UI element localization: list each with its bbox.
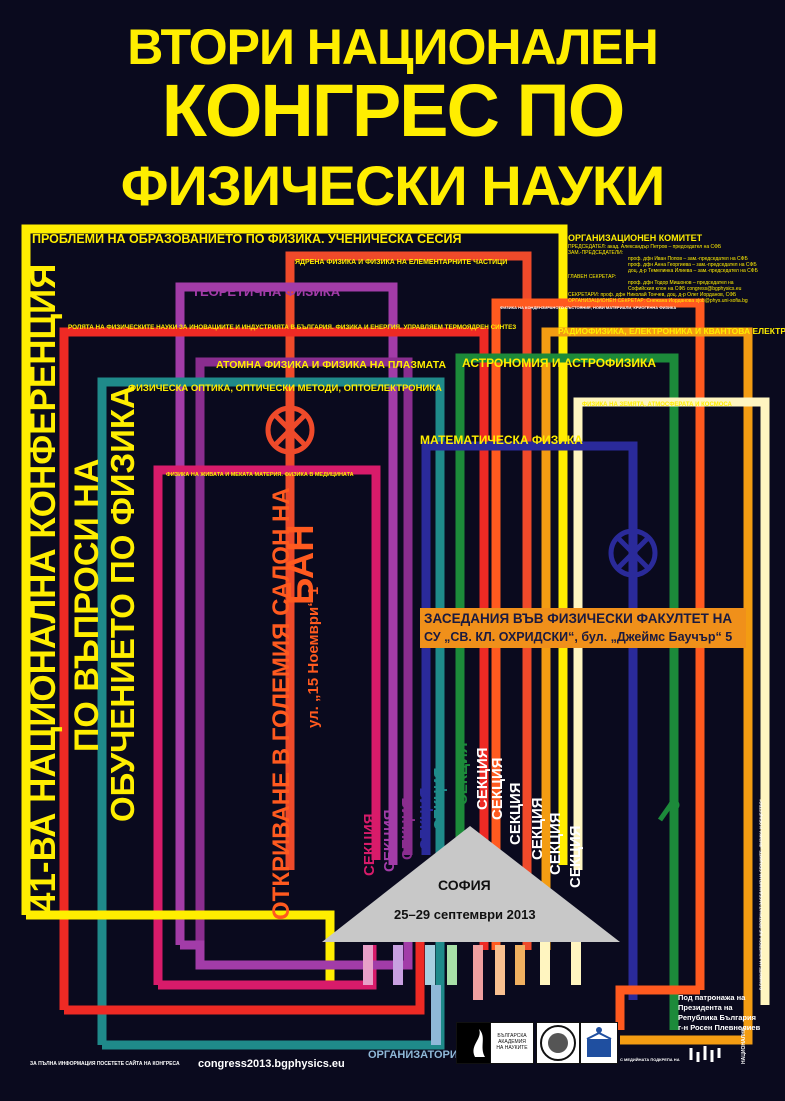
section-word: СЕКЦИЯ bbox=[507, 782, 524, 845]
conference-line-1: 41-ВА НАЦИОНАЛНА КОНФЕРЕНЦИЯ bbox=[24, 263, 63, 912]
organizers-label: ОРГАНИЗАТОРИ bbox=[368, 1049, 458, 1061]
patronage-line-2: Президента на bbox=[678, 1003, 733, 1012]
media-logo-icon bbox=[689, 1046, 721, 1062]
committee-line: ГЛАВЕН СЕКРЕТАР: bbox=[568, 274, 617, 280]
section-label-innovation: РОЛЯТА НА ФИЗИЧЕСКИТЕ НАУКИ ЗА ИНОВАЦИИТ… bbox=[68, 324, 517, 331]
section-word: СЕКЦИЯ bbox=[567, 825, 584, 888]
lamp-icon bbox=[265, 405, 315, 455]
committee-line: СЕКРЕТАРИ: проф. дфн Николай Тончев, доц… bbox=[568, 292, 737, 298]
section-label-bio: ФИЗИКА НА ЖИВАТА И МЕКАТА МАТЕРИЯ. ФИЗИК… bbox=[166, 472, 354, 478]
section-word: СЕКЦИЯ bbox=[547, 812, 564, 875]
ministry-logo bbox=[580, 1022, 618, 1064]
opening-address: ул. „15 Ноември“ 1 bbox=[305, 586, 322, 728]
conference-line-2: ПО ВЪПРОСИ НА bbox=[68, 458, 106, 752]
section-label-radio: РАДИОФИЗИКА, ЕЛЕКТРОНИКА И КВАНТОВА ЕЛЕК… bbox=[558, 326, 785, 336]
switch-icon bbox=[657, 770, 680, 870]
media-partner-label: С МЕДИЙНАТА ПОДКРЕПА НА bbox=[620, 1057, 680, 1062]
lamp-icon-2 bbox=[608, 528, 658, 578]
section-word: СЕКЦИЯ bbox=[381, 809, 398, 872]
dates-label: 25–29 септември 2013 bbox=[394, 907, 536, 922]
conference-line-3: ОБУЧЕНИЕТО ПО ФИЗИКА bbox=[104, 385, 141, 822]
section-word: СЕКЦИЯ bbox=[529, 797, 546, 860]
section-label-nuclear: ЯДРЕНА ФИЗИКА И ФИЗИКА НА ЕЛЕМЕНТАРНИТЕ … bbox=[295, 259, 508, 266]
university-seal bbox=[536, 1022, 580, 1064]
venue-line-2: СУ „СВ. КЛ. ОХРИДСКИ“, бул. „Джеймс Бауч… bbox=[424, 630, 733, 644]
patronage-line-1: Под патронажа на bbox=[678, 993, 746, 1002]
bas-line-3: НА НАУКИТЕ bbox=[496, 1045, 528, 1051]
bas-line-2: АКАДЕМИЯ bbox=[498, 1039, 526, 1045]
section-label-math: МАТЕМАТИЧЕСКА ФИЗИКА bbox=[420, 433, 583, 447]
section-word: СЕКЦИЯ bbox=[431, 767, 448, 830]
committee-line: ПРЕДСЕДАТЕЛ: акад. Александър Петров – п… bbox=[568, 244, 722, 250]
bas-logo: БЪЛГАРСКА АКАДЕМИЯ НА НАУКИТЕ bbox=[490, 1022, 534, 1064]
section-label-condensed: ФИЗИКА НА КОНДЕНЗИРАНОТО СЪСТОЯНИЕ, НОВИ… bbox=[500, 305, 677, 310]
section-label-education: ПРОБЛЕМИ НА ОБРАЗОВАНИЕТО ПО ФИЗИКА. УЧЕ… bbox=[32, 232, 462, 246]
section-label-earth: ФИЗИКА НА ЗЕМЯТА, АТМОСФЕРАТА И КОСМОСА bbox=[582, 402, 732, 408]
city-label: СОФИЯ bbox=[438, 877, 491, 893]
organizing-committee: ОРГАНИЗАЦИОНЕН КОМИТЕТ ПРЕДСЕДАТЕЛ: акад… bbox=[568, 233, 783, 304]
patronage-line-4: г-н Росен Плевнелиев bbox=[678, 1023, 761, 1032]
title-line-1: ВТОРИ НАЦИОНАЛЕН bbox=[127, 19, 659, 75]
title-line-2: КОНГРЕС ПО bbox=[161, 69, 626, 152]
website-note: ЗА ПЪЛНА ИНФОРМАЦИЯ ПОСЕТЕТЕ САЙТА НА КО… bbox=[30, 1061, 180, 1067]
venue-line-1: ЗАСЕДАНИЯ ВЪВ ФИЗИЧЕСКИ ФАКУЛТЕТ НА bbox=[424, 611, 733, 626]
committee-line: проф. дфн Иван Попов – зам.-председател … bbox=[628, 256, 748, 262]
section-label-atomic: АТОМНА ФИЗИКА И ФИЗИКА НА ПЛАЗМАТА bbox=[216, 359, 447, 371]
committee-line: ЗАМ.-ПРЕДСЕДАТЕЛИ: bbox=[568, 250, 624, 256]
section-label-theoretical: ТЕОРЕТИЧНА ФИЗИКА bbox=[192, 284, 341, 299]
section-label-optics: ФИЗИЧЕСКА ОПТИКА, ОПТИЧЕСКИ МЕТОДИ, ОПТО… bbox=[128, 383, 442, 394]
committee-line: доц. д-р Темелинка Илиева – зам.-председ… bbox=[628, 268, 758, 274]
committee-line: проф. дфн Тодор Мишонов – председател на bbox=[628, 280, 734, 286]
venue-box bbox=[420, 608, 746, 648]
sofia-triangle bbox=[322, 826, 620, 942]
section-word: СЕКЦИЯ bbox=[361, 813, 378, 876]
patronage-line-3: Република България bbox=[678, 1013, 757, 1022]
committee-heading: ОРГАНИЗАЦИОНЕН КОМИТЕТ bbox=[568, 233, 703, 243]
section-label-astronomy: АСТРОНОМИЯ И АСТРОФИЗИКА bbox=[462, 356, 657, 370]
right-vertical-note: В РАМКИТЕ НА КОНГРЕСА ЩЕ ПРОТИЧАТ ЗАСЕДА… bbox=[758, 799, 763, 990]
committee-line: Софийския клон на СФБ congress@bgphysics… bbox=[628, 286, 742, 292]
section-word: СЕКЦИЯ bbox=[489, 757, 506, 820]
section-word: СЕКЦИЯ bbox=[474, 747, 491, 810]
committee-line: ОРГАНИЗАЦИОНЕН СЕКРЕТАР: Снежана Йордано… bbox=[568, 298, 748, 304]
section-word: СЕКЦИЯ bbox=[399, 797, 416, 860]
committee-line: проф. дфн Анна Георгиева – зам.-председа… bbox=[628, 262, 757, 268]
bas-line-1: БЪЛГАРСКА bbox=[497, 1033, 527, 1039]
website-url[interactable]: congress2013.bgphysics.eu bbox=[198, 1058, 345, 1070]
title-line-3: ФИЗИЧЕСКИ НАУКИ bbox=[120, 154, 666, 217]
media-name: НАЦИОНАЛНО bbox=[741, 1027, 747, 1064]
section-word: СЕКЦИЯ bbox=[454, 742, 471, 805]
